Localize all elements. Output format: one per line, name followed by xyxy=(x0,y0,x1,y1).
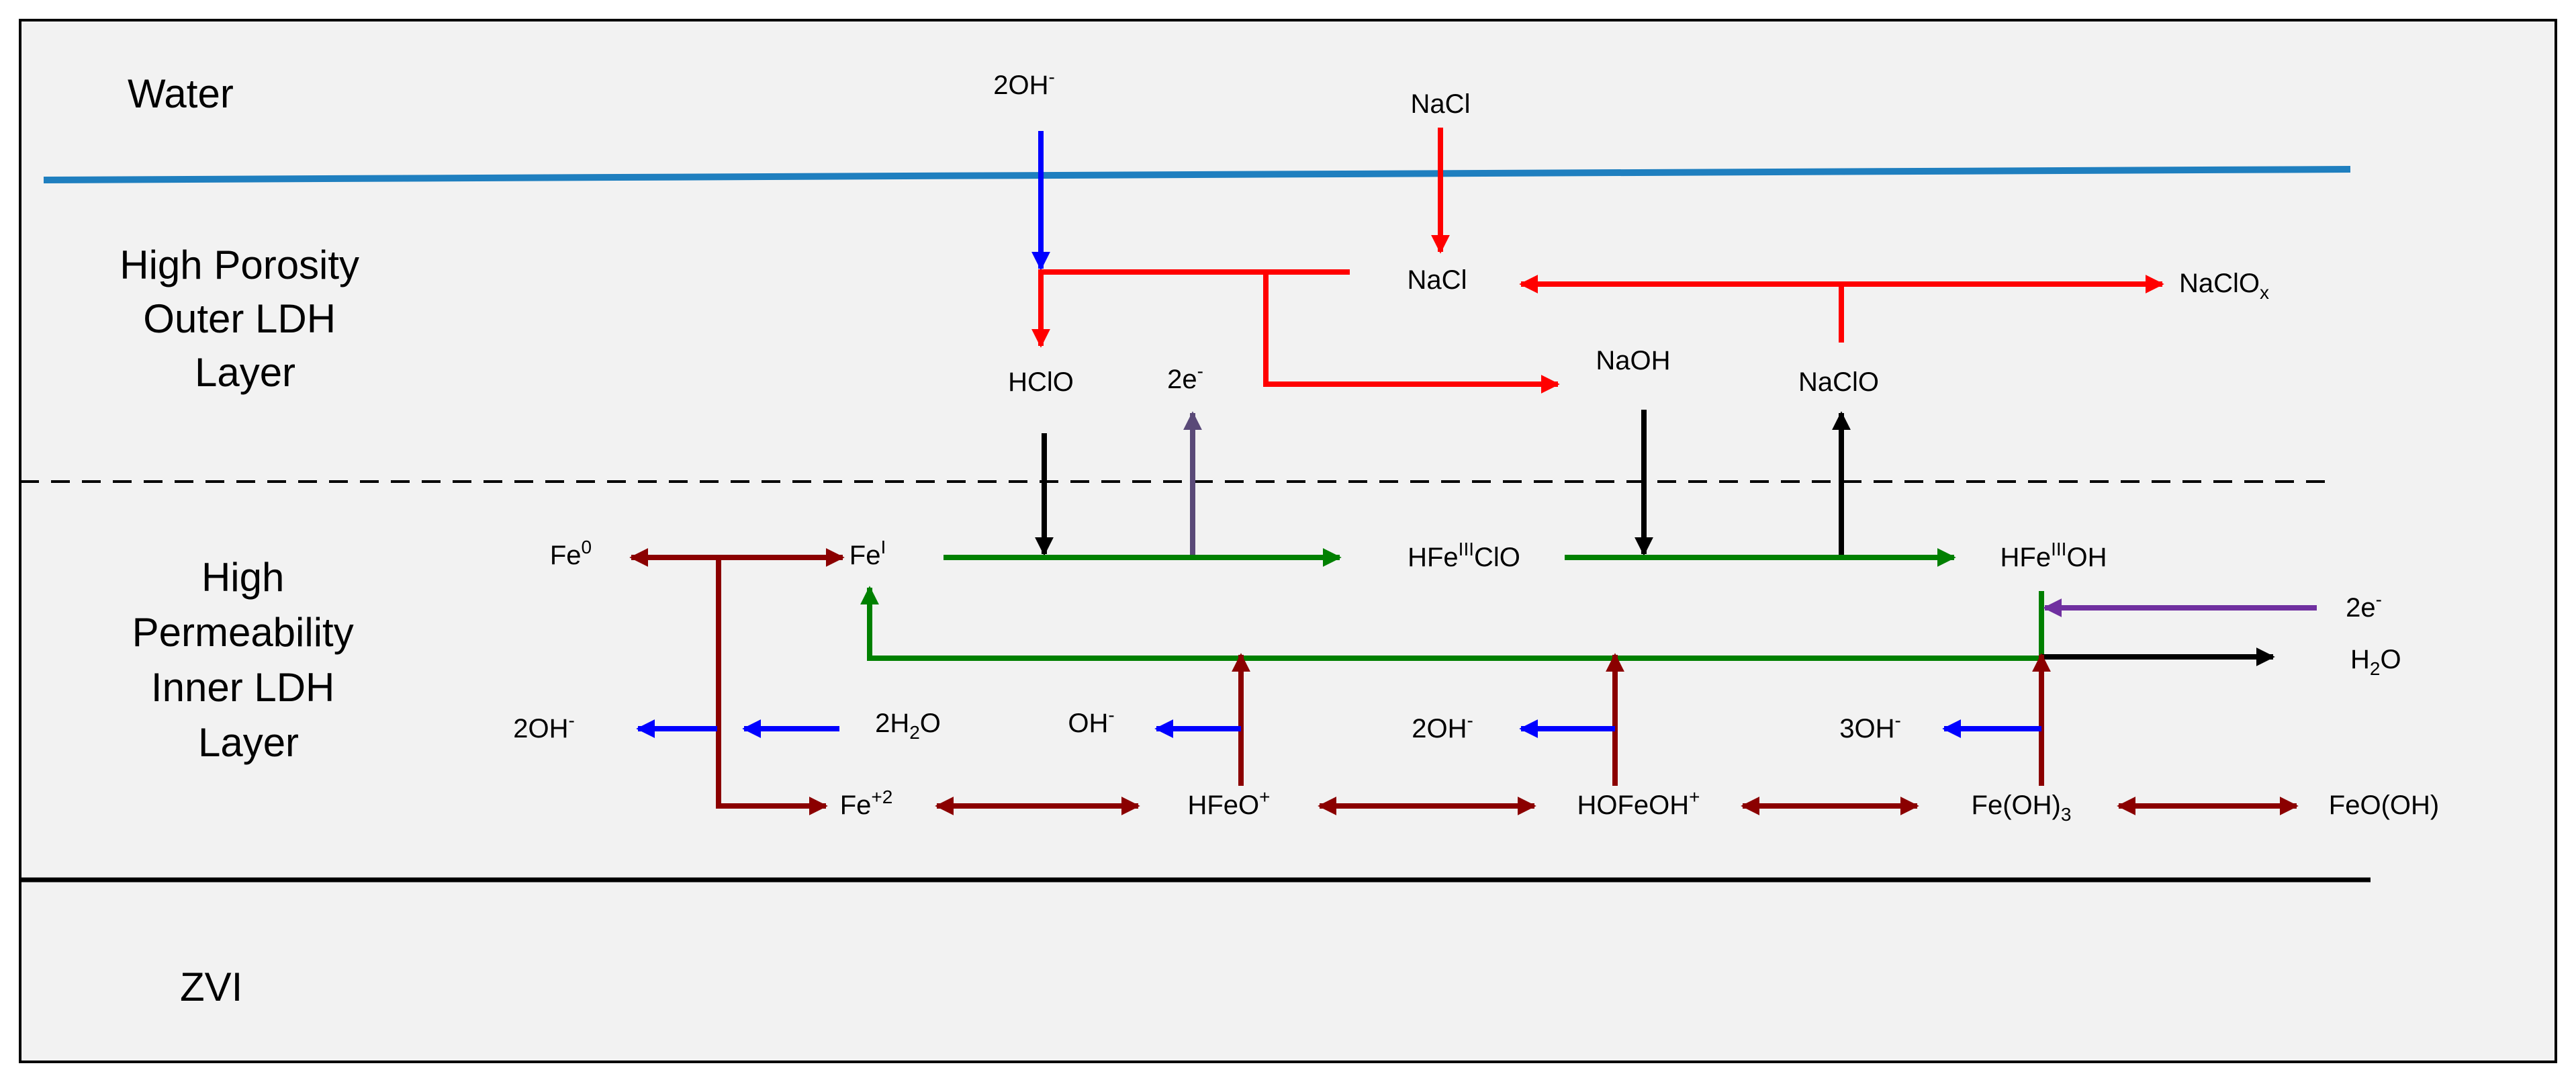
species-hydroxide-in: 2OH- xyxy=(993,66,1055,100)
layer-label-outer-line: Outer LDH xyxy=(143,296,336,341)
layer-label-outer-line: Layer xyxy=(195,350,295,395)
species-hclo: HClO xyxy=(1008,367,1074,397)
species-oh-2: 2OH- xyxy=(1412,710,1473,743)
species-nacl-water: NaCl xyxy=(1411,89,1471,119)
species-hfeo: HFeO+ xyxy=(1187,786,1270,820)
species-fe0: Fe0 xyxy=(550,537,592,570)
species-feoh3: Fe(OH)3 xyxy=(1972,791,2072,825)
species-electrons-out: 2e- xyxy=(1167,361,1203,394)
species-nacl-outer: NaCl xyxy=(1408,265,1467,295)
species-hfe-iii-oh: HFeIIIOH xyxy=(2000,539,2107,572)
species-fe2: Fe+2 xyxy=(840,786,893,820)
arrow-to-naoh xyxy=(1263,272,1560,394)
layer-label-inner-line: Inner LDH xyxy=(151,665,334,710)
layer-label-inner: High Permeability Inner LDH Layer xyxy=(132,555,365,765)
layer-label-inner-line: High xyxy=(201,555,284,600)
layer-label-inner-line: Permeability xyxy=(132,610,354,655)
layer-label-inner-line: Layer xyxy=(198,720,299,765)
species-naclo: NaClO xyxy=(1798,367,1879,397)
layer-label-water: Water xyxy=(128,71,234,116)
species-oh-1: OH- xyxy=(1068,705,1114,738)
arrow-to-hclo xyxy=(1031,269,1350,348)
species-electrons-in: 2e- xyxy=(2346,589,2382,623)
layer-label-outer: High Porosity Outer LDH Layer xyxy=(120,242,370,395)
arrow-return-to-fei xyxy=(860,586,2044,661)
arrow-to-fe2 xyxy=(716,557,828,815)
species-naoh: NaOH xyxy=(1596,346,1670,375)
species-oh-left: 2OH- xyxy=(513,710,575,743)
species-h2o-in: 2H2O xyxy=(875,709,941,743)
species-oh-3: 3OH- xyxy=(1839,710,1901,743)
diagram-panel xyxy=(19,19,2557,1063)
species-hfe-iii-clo: HFeIIIClO xyxy=(1408,539,1520,572)
species-hofeoh: HOFeOH+ xyxy=(1577,786,1700,820)
species-feooh: FeO(OH) xyxy=(2329,791,2439,820)
layer-label-zvi: ZVI xyxy=(180,964,242,1009)
water-surface-line xyxy=(43,166,2351,183)
layer-label-outer-line: High Porosity xyxy=(120,242,359,287)
species-fe-i: FeI xyxy=(849,537,886,570)
species-naclo-x: NaClOx xyxy=(2179,269,2269,303)
species-water-out: H2O xyxy=(2350,645,2401,679)
